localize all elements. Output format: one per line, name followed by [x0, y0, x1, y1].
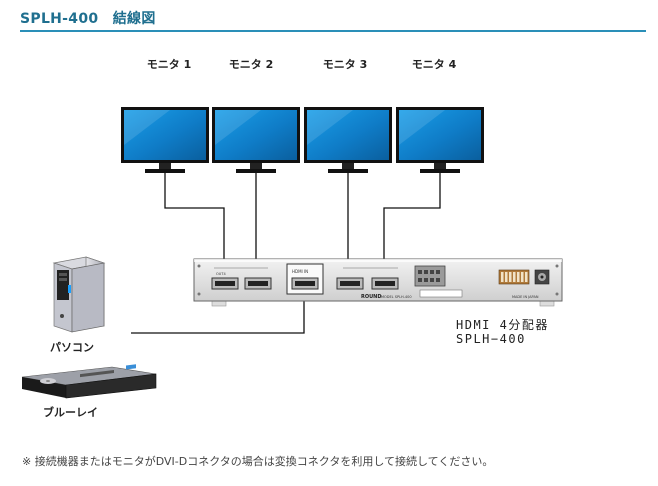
splitter-out-label: OUT4	[216, 272, 226, 276]
monitor-3	[304, 107, 392, 173]
pc-label: パソコン	[50, 341, 94, 354]
splitter-name-line2: SPLH−400	[456, 332, 526, 346]
cable-monitor-4	[383, 173, 441, 262]
splitter-name: HDMI 4分配器 SPLH−400	[456, 318, 549, 346]
bluray-player	[21, 364, 157, 399]
cable-pc	[131, 290, 305, 334]
bluray-label: ブルーレイ	[43, 406, 98, 419]
footnote: ※ 接続機器またはモニタがDVI-Dコネクタの場合は変換コネクタを利用して接続し…	[22, 455, 494, 468]
monitor-label-4: モニタ 4	[411, 58, 457, 71]
monitor-label-2: モニタ 2	[228, 58, 274, 71]
splitter-brand: ROUND	[361, 294, 382, 300]
splitter-model: MODEL SPLH-400	[381, 295, 412, 299]
splitter-name-line1: HDMI 4分配器	[456, 318, 549, 332]
title-bar: SPLH-400 結線図	[20, 6, 646, 32]
cable-monitor-1	[164, 173, 225, 262]
monitor-4	[396, 107, 484, 173]
page-title: SPLH-400 結線図	[20, 11, 156, 27]
monitor-2	[212, 107, 300, 173]
monitor-label-3: モニタ 3	[322, 58, 368, 71]
cables	[131, 173, 441, 334]
splitter-input-label: HDMI IN	[292, 269, 308, 274]
pc-tower	[52, 256, 106, 333]
monitor-1	[121, 107, 209, 173]
splitter-made-in: MADE IN JAPAN	[512, 295, 539, 299]
monitor-label-1: モニタ 1	[146, 58, 192, 71]
splitter-box	[193, 258, 563, 307]
